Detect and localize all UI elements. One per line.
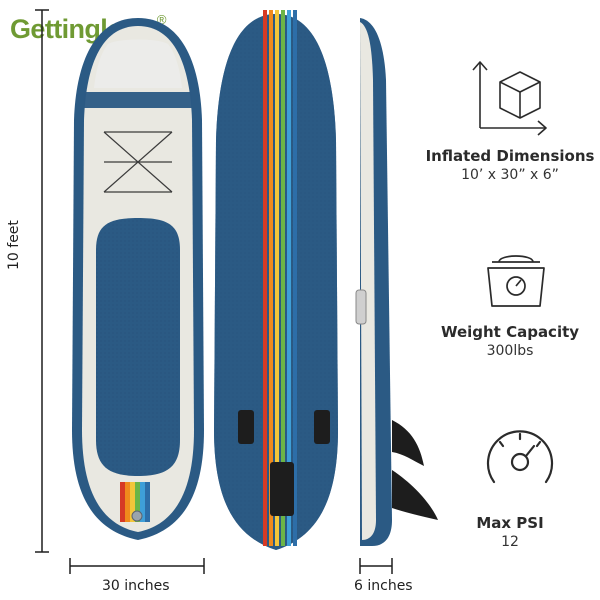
spec-max-psi: Max PSI 12 (425, 514, 595, 550)
thickness-label: 6 inches (354, 578, 413, 594)
spec-title: Weight Capacity (440, 323, 580, 341)
board-side-view (355, 18, 438, 546)
small-fin (392, 420, 424, 466)
thickness-dimension-line (359, 558, 393, 574)
spec-weight-capacity: Weight Capacity 300lbs (425, 323, 595, 359)
bungee-cords (103, 131, 173, 193)
board-top-view (72, 18, 204, 540)
spec-inflated-dimensions: Inflated Dimensions 10’ x 30” x 6” (425, 147, 595, 183)
spec-title: Max PSI (476, 514, 544, 532)
board-tail-stripes (120, 482, 150, 522)
board-bottom-view (214, 10, 338, 550)
fin-box-left (238, 410, 254, 444)
registered-mark: ® (156, 12, 167, 27)
scale-icon (487, 255, 545, 307)
width-dimension-line (69, 558, 205, 574)
spec-value: 300lbs (486, 343, 534, 359)
fin-box-right (314, 410, 330, 444)
fin-box-center (270, 462, 294, 516)
hull-stripes (263, 10, 297, 546)
spec-value: 12 (501, 534, 519, 550)
large-fin (392, 470, 438, 520)
length-label: 10 feet (6, 220, 22, 270)
spec-value: 10’ x 30” x 6” (461, 167, 559, 183)
width-label: 30 inches (102, 578, 170, 594)
cube-icon (472, 61, 547, 136)
gauge-icon (486, 430, 554, 484)
length-dimension-line (35, 9, 49, 553)
spec-title: Inflated Dimensions (425, 147, 595, 165)
valve (355, 289, 367, 325)
